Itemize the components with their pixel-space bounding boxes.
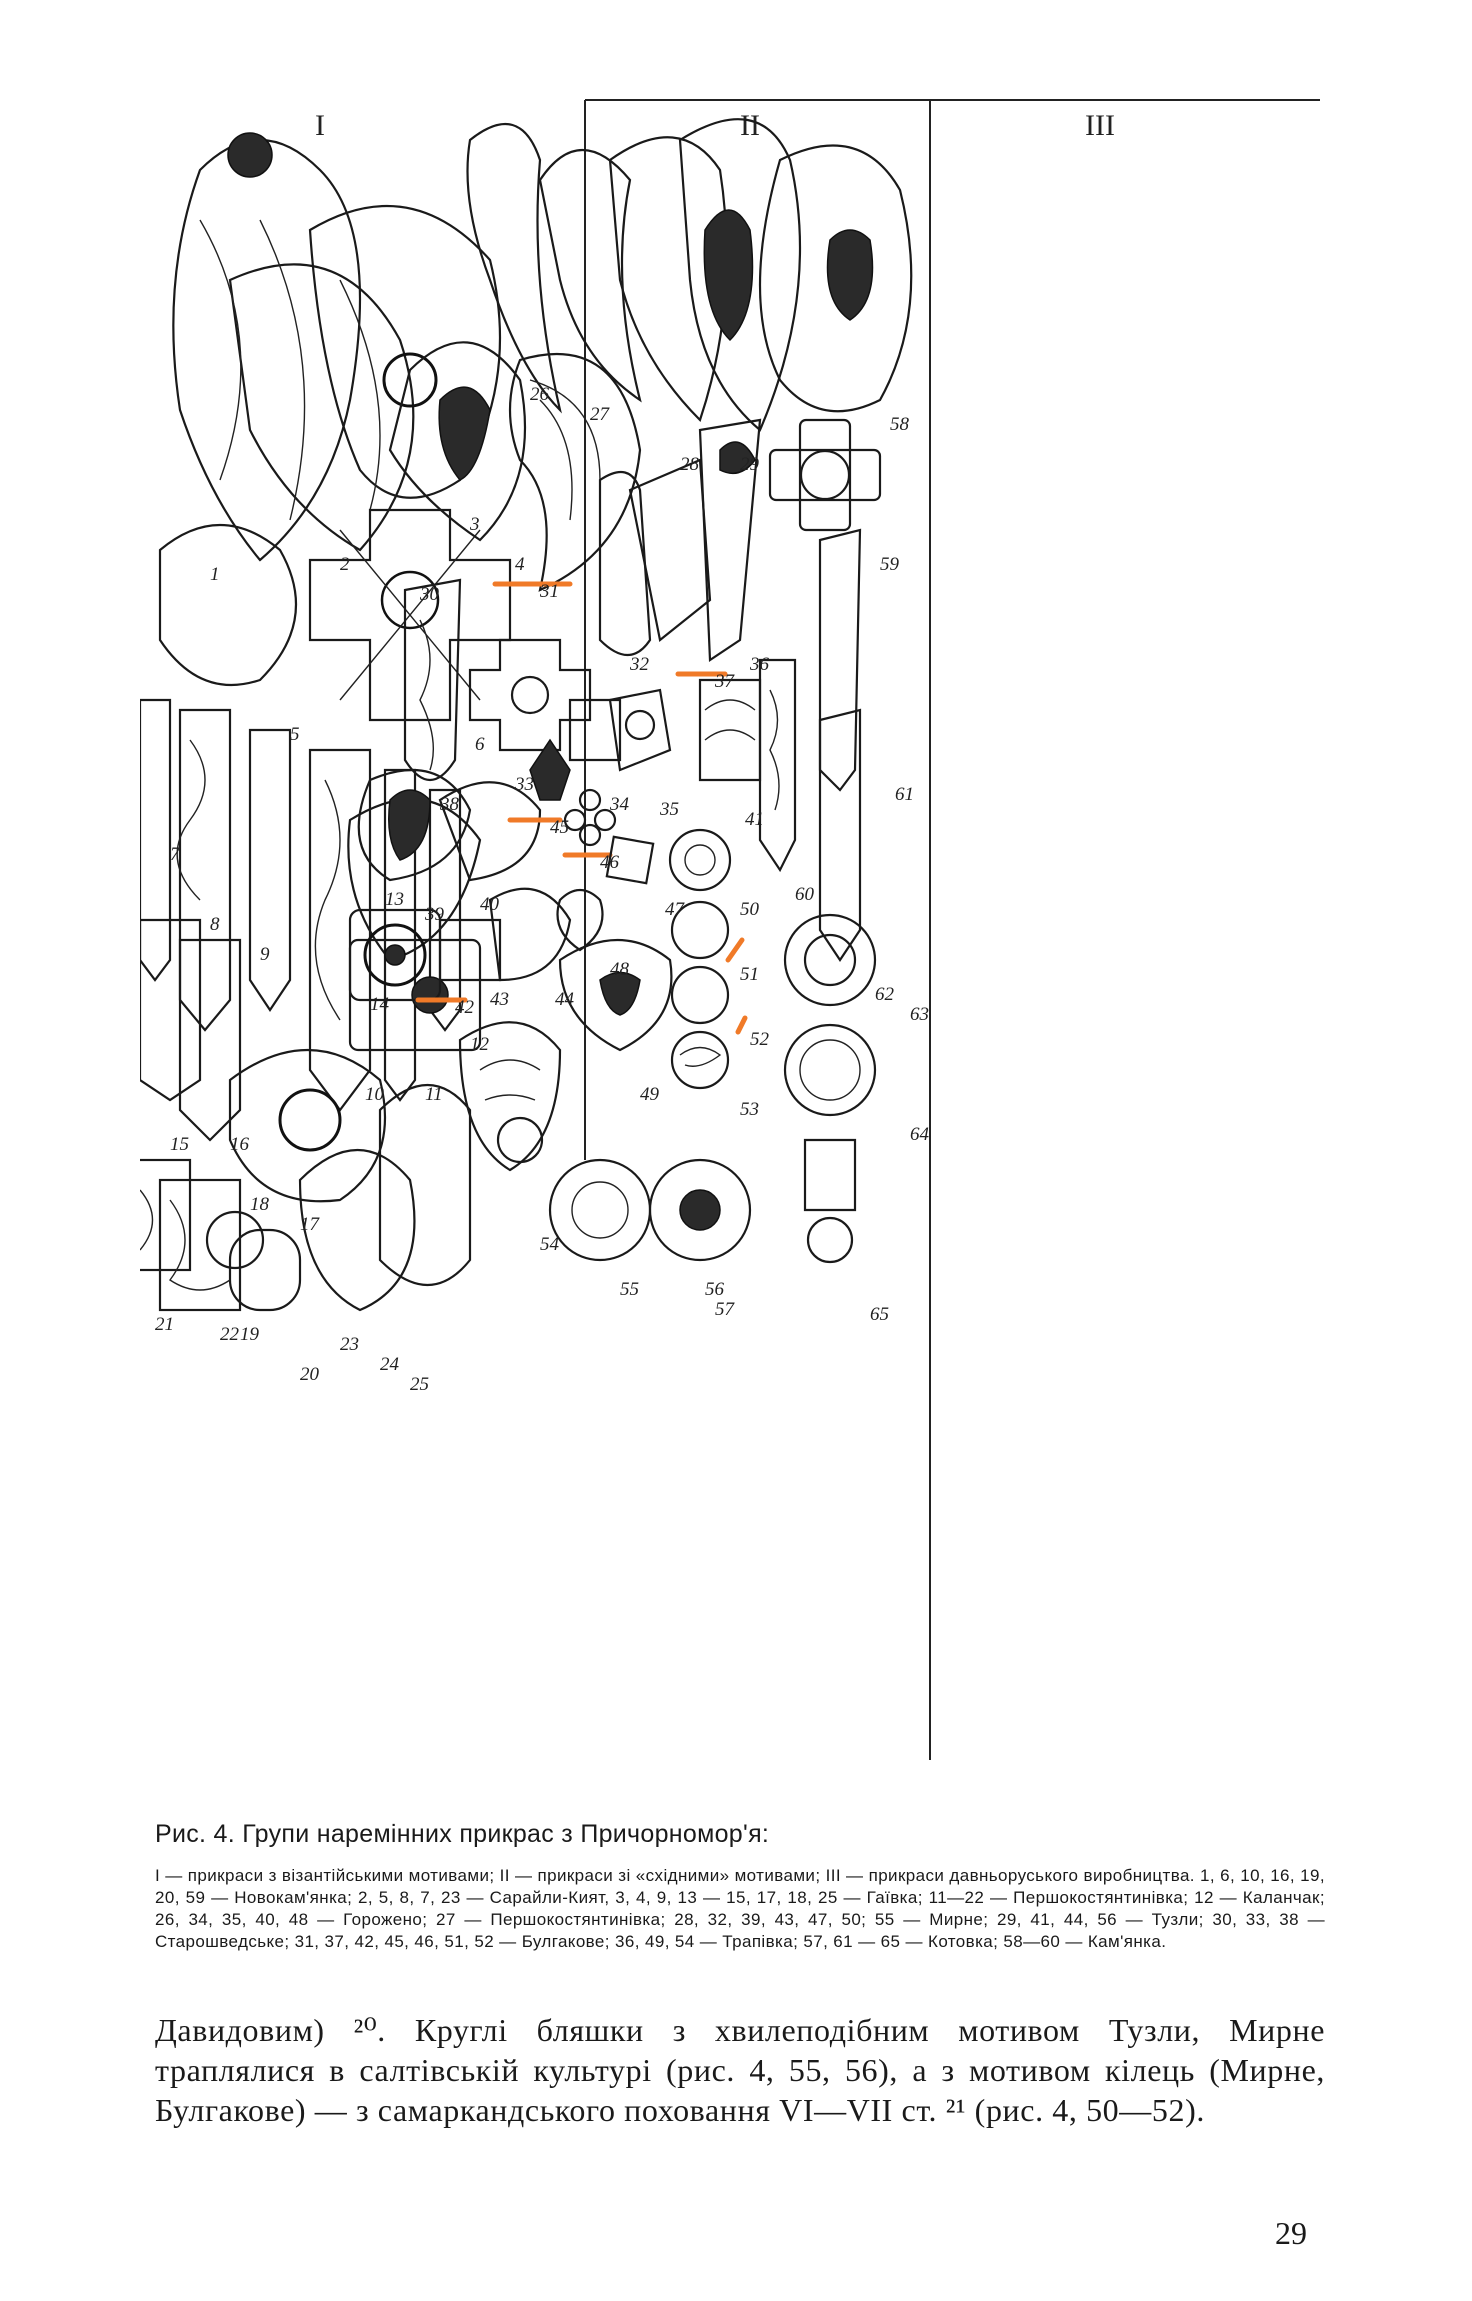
figure-number-18: 18 [250,1194,270,1215]
figure-number-36: 36 [749,654,770,675]
body-paragraph: Давидовим) ²⁰. Круглі бляшки з хвилеподі… [155,2010,1325,2130]
figure-number-56: 56 [705,1279,725,1300]
ornament-drawings: I II III [140,99,1320,1760]
figure-number-59: 59 [880,554,900,575]
figure-number-22: 22 [220,1324,240,1345]
figure-number-29: 29 [740,454,760,475]
ornament-13-16 [140,798,482,1142]
group-label-1: I [315,109,325,142]
ornament-55-57 [548,1158,752,1262]
figure-number-38: 38 [439,794,460,815]
figure-number-61: 61 [895,784,914,805]
figure-number-55: 55 [620,1279,639,1300]
ornament-49-54 [458,938,673,1172]
figure-number-1: 1 [210,564,220,585]
figure-number-39: 39 [424,904,445,925]
figure-number-28: 28 [680,454,700,475]
figure-number-11: 11 [425,1084,443,1105]
ornament-17-25 [140,1048,472,1312]
figure-number-30: 30 [419,584,440,605]
figure-number-44: 44 [555,989,575,1010]
caption-title: Рис. 4. Групи наремінних прикрас з Причо… [155,1820,770,1848]
highlight-52 [735,1015,748,1035]
figure-number-64: 64 [910,1124,930,1145]
figure-number-53: 53 [740,1099,759,1120]
figure-number-9: 9 [260,944,270,965]
highlight-51 [725,937,745,963]
figure-number-63: 63 [910,1004,929,1025]
figure-number-62: 62 [875,984,895,1005]
figure-number-31: 31 [539,581,559,602]
figure-plate: I II III [140,80,1340,1800]
ornament-50-53 [668,828,748,1090]
figure-number-19: 19 [240,1324,260,1345]
figure-number-23: 23 [340,1334,359,1355]
figure-number-35: 35 [659,799,679,820]
figure-number-42: 42 [455,997,475,1018]
figure-number-33: 33 [514,774,534,795]
figure-number-47: 47 [665,899,686,920]
figure-number-43: 43 [490,989,509,1010]
figure-number-15: 15 [170,1134,189,1155]
figure-number-48: 48 [610,959,630,980]
figure-number-57: 57 [715,1299,736,1320]
figure-number-21: 21 [155,1314,174,1335]
figure-number-41: 41 [745,809,764,830]
figure-number-8: 8 [210,914,220,935]
ornament-33-35 [468,638,672,772]
figure-number-60: 60 [795,884,815,905]
ornament-58 [758,144,913,413]
figure-number-14: 14 [370,994,390,1015]
figure-number-34: 34 [609,794,630,815]
figure-number-10: 10 [365,1084,385,1105]
ornament-30-31 [388,341,642,592]
ornament-7-12 [140,698,462,1112]
figure-number-45: 45 [550,817,569,838]
figure-number-7: 7 [170,844,181,865]
figure-number-2: 2 [340,554,350,575]
ornament-32-37 [598,418,762,662]
body-text: Давидовим) ²⁰. Круглі бляшки з хвилеподі… [155,2012,1325,2128]
figure-number-46: 46 [600,852,620,873]
ornament-1-2-3 [172,132,502,562]
figure-number-40: 40 [480,894,500,915]
figure-number-51: 51 [740,964,759,985]
figure-number-16: 16 [230,1134,250,1155]
ornament-59 [768,418,882,532]
figure-number-49: 49 [640,1084,660,1105]
figure-number-20: 20 [300,1364,320,1385]
figure-number-17: 17 [300,1214,321,1235]
ornament-63-65 [783,913,877,1264]
figure-number-5: 5 [290,724,300,745]
figure-number-26: 26 [530,384,550,405]
figure-number-4: 4 [515,554,525,575]
figure-number-50: 50 [740,899,760,920]
figure-number-3: 3 [469,514,480,535]
figure-number-52: 52 [750,1029,770,1050]
figure-number-37: 37 [714,671,736,692]
ornament-39-40 [357,768,542,882]
ornament-42-44 [348,887,572,1002]
figure-number-32: 32 [629,654,650,675]
figure-number-58: 58 [890,414,910,435]
figure-number-13: 13 [385,889,404,910]
ornament-26-29 [466,118,802,432]
figure-number-6: 6 [475,734,485,755]
figure-number-12: 12 [470,1034,490,1055]
figure-number-25: 25 [410,1374,429,1395]
figure-number-65: 65 [870,1304,889,1325]
page-number: 29 [1275,2215,1307,2251]
ornament-45-48 [507,738,655,952]
figure-caption: Рис. 4. Групи наремінних прикрас з Причо… [155,1820,1325,1953]
figure-number-54: 54 [540,1234,560,1255]
figure-number-27: 27 [590,404,611,425]
caption-legend: I — прикраси з візантійськими мотивами; … [155,1866,1325,1951]
group-label-3: III [1085,109,1115,142]
figure-number-24: 24 [380,1354,400,1375]
group-label-2: II [740,109,760,142]
